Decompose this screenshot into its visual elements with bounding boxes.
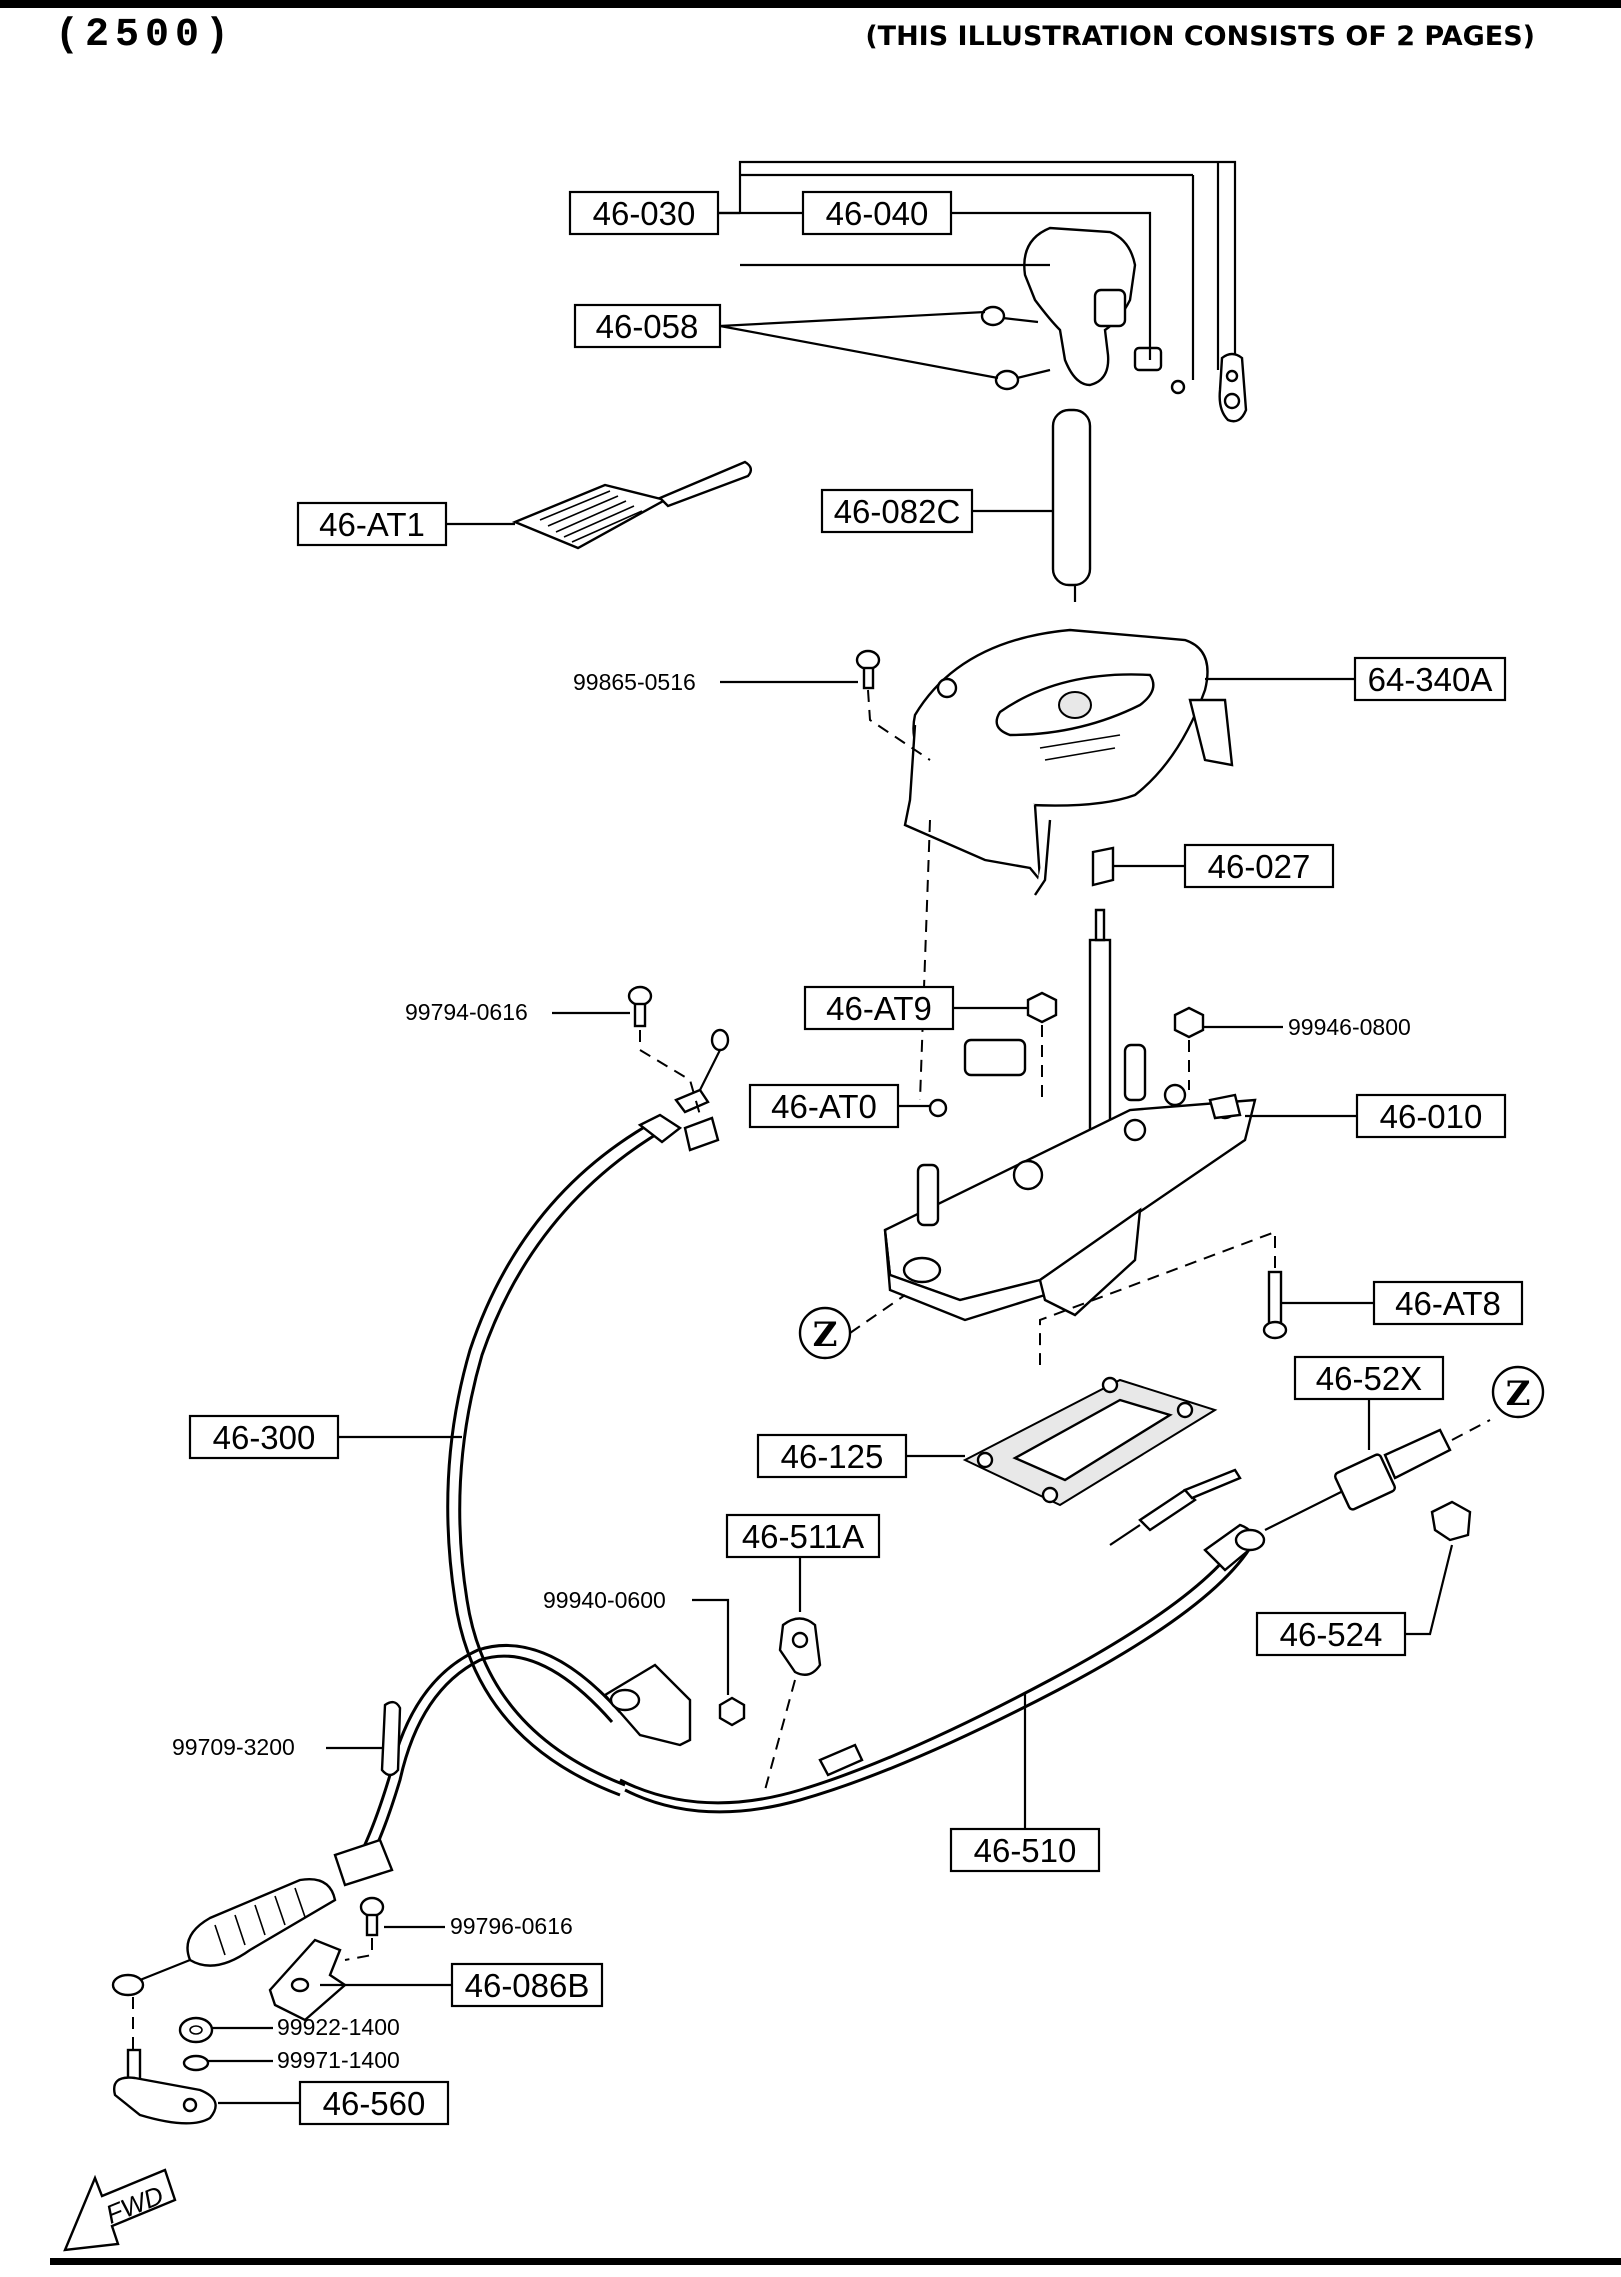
knob-screw-1 (980, 305, 1039, 327)
callout-46-010: 46-010 (1245, 1093, 1507, 1139)
svg-text:46-030: 46-030 (593, 195, 696, 232)
shift-shaft-sleeve (1051, 408, 1092, 587)
svg-text:46-058: 46-058 (596, 308, 699, 345)
svg-text:46-AT1: 46-AT1 (319, 506, 425, 543)
callout-46-560: 46-560 (218, 2080, 450, 2126)
knob-bracket (1218, 352, 1248, 423)
svg-text:46-010: 46-010 (1380, 1098, 1483, 1135)
callout-46-125: 46-125 (756, 1433, 965, 1479)
svg-text:99709-3200: 99709-3200 (172, 1734, 295, 1760)
bottom-border (50, 2258, 1621, 2265)
svg-text:46-52X: 46-52X (1316, 1360, 1422, 1397)
fwd-arrow-icon: FWD (63, 2168, 177, 2252)
knob-small-screw (1170, 379, 1186, 395)
manual-shift-lever (113, 1997, 217, 2125)
top-border (0, 0, 1621, 8)
callout-99865-0516: 99865-0516 (573, 669, 858, 695)
svg-text:46-082C: 46-082C (834, 493, 961, 530)
callout-46-058: 46-058 (573, 303, 999, 380)
leader-46-030 (738, 160, 1237, 355)
svg-text:46-560: 46-560 (323, 2085, 426, 2122)
callout-46-086B: 46-086B (320, 1962, 604, 2008)
selector-cable (111, 1028, 730, 1997)
svg-text:99971-1400: 99971-1400 (277, 2047, 400, 2073)
callout-99971-1400: 99971-1400 (182, 2047, 400, 2073)
shift-knob (1023, 226, 1137, 387)
panel-align-dash (919, 819, 931, 1101)
callout-46-300: 46-300 (188, 1414, 462, 1460)
knob-button (1093, 288, 1127, 328)
callout-46-AT0: 46-AT0 (748, 1083, 948, 1129)
panel-screw (855, 649, 931, 761)
knob-switch (1133, 346, 1163, 372)
svg-text:99940-0600: 99940-0600 (543, 1587, 666, 1613)
callout-46-030: 46-030 (568, 190, 740, 236)
page-code: (2500) (55, 13, 235, 58)
svg-text:46-510: 46-510 (974, 1832, 1077, 1869)
callout-46-AT9: 46-AT9 (803, 985, 1058, 1031)
svg-text:46-125: 46-125 (781, 1438, 884, 1475)
svg-text:Z: Z (1506, 1374, 1531, 1414)
svg-text:99865-0516: 99865-0516 (573, 669, 696, 695)
callout-99794-0616: 99794-0616 (405, 985, 701, 1116)
svg-text:46-300: 46-300 (213, 1419, 316, 1456)
shift-knob-assembly (980, 226, 1248, 602)
knob-screw-2 (994, 368, 1051, 391)
callout-46-511A: 46-511A (725, 1513, 881, 1612)
callout-99946-0800: 99946-0800 (1173, 1006, 1411, 1090)
callout-46-027: 46-027 (1091, 843, 1335, 889)
callout-46-510: 46-510 (949, 1694, 1101, 1873)
callout-46-AT8: 46-AT8 (1039, 1230, 1524, 1365)
shift-lever-base (883, 908, 1257, 1322)
callout-46-040: 46-040 (718, 190, 1152, 360)
svg-text:46-AT0: 46-AT0 (771, 1088, 877, 1125)
svg-text:46-AT8: 46-AT8 (1395, 1285, 1501, 1322)
shift-lock-switch (1264, 1419, 1491, 1531)
svg-text:46-027: 46-027 (1208, 848, 1311, 885)
shift-lock-cable (619, 1468, 1266, 1814)
svg-text:99922-1400: 99922-1400 (277, 2014, 400, 2040)
callout-46-AT1: 46-AT1 (296, 501, 515, 547)
svg-text:99794-0616: 99794-0616 (405, 999, 528, 1025)
callout-64-340A: 64-340A (1205, 656, 1507, 702)
svg-text:99796-0616: 99796-0616 (450, 1913, 573, 1939)
cable-clip (764, 1617, 822, 1791)
svg-text:99946-0800: 99946-0800 (1288, 1014, 1411, 1040)
svg-text:Z: Z (813, 1315, 838, 1355)
svg-text:46-040: 46-040 (826, 195, 929, 232)
shift-indicator-panel (903, 628, 1234, 896)
svg-text:64-340A: 64-340A (1368, 661, 1493, 698)
callout-99940-0600: 99940-0600 (543, 1587, 746, 1727)
callout-46-082C: 46-082C (820, 488, 1053, 534)
svg-text:46-524: 46-524 (1280, 1616, 1383, 1653)
callout-99709-3200: 99709-3200 (172, 1700, 402, 1777)
svg-text:46-AT9: 46-AT9 (826, 990, 932, 1027)
svg-text:46-086B: 46-086B (465, 1967, 590, 2004)
callout-46-52X: 46-52X (1293, 1355, 1445, 1450)
callout-99796-0616: 99796-0616 (344, 1896, 573, 1961)
ref-z-switch: Z (1491, 1365, 1545, 1419)
callout-46-524: 46-524 (1255, 1500, 1472, 1657)
page-note: (THIS ILLUSTRATION CONSISTS OF 2 PAGES) (865, 21, 1535, 52)
cable-bracket (268, 1938, 347, 2022)
svg-text:46-511A: 46-511A (742, 1518, 864, 1555)
ref-z-base: Z (798, 1294, 906, 1360)
cushion-pad (511, 460, 753, 550)
base-gasket (962, 1376, 1218, 1507)
callout-99922-1400: 99922-1400 (178, 2014, 400, 2044)
